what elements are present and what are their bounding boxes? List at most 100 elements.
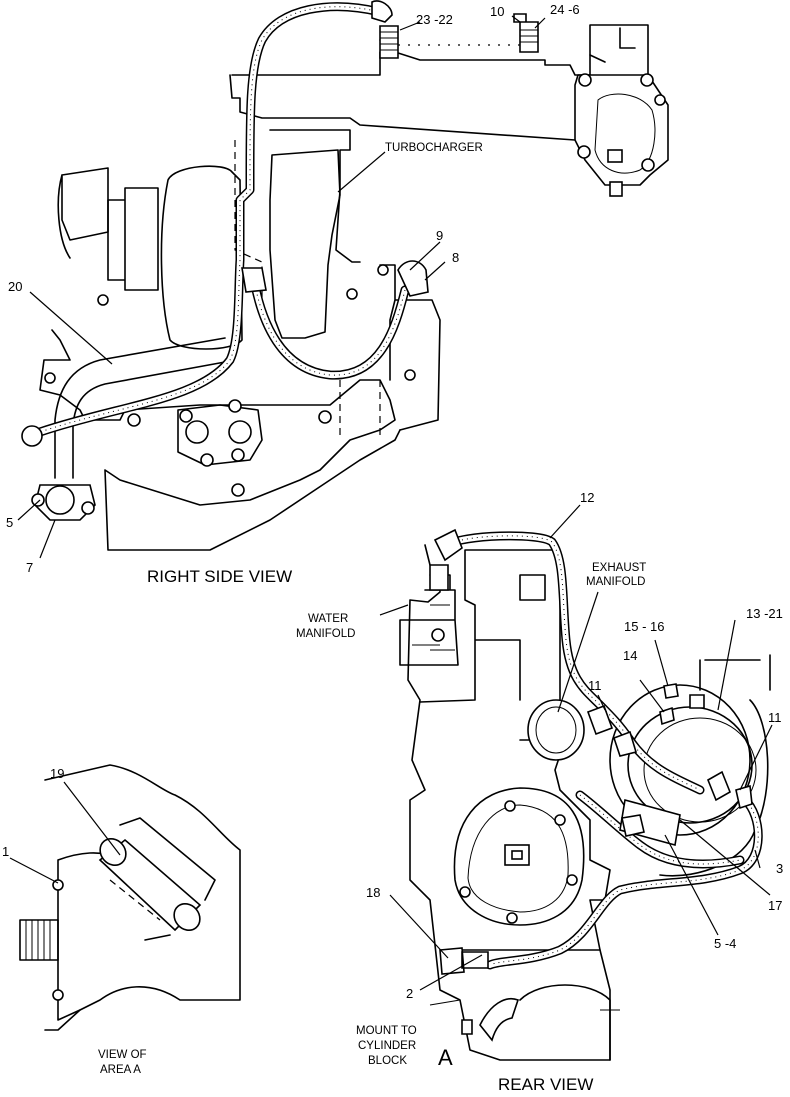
bolt	[228, 399, 242, 413]
callout-8: 8	[452, 250, 459, 265]
plug	[607, 149, 623, 163]
thermostat-housing	[574, 74, 669, 186]
fitting-11b	[706, 770, 753, 810]
callout-2: 2	[406, 986, 413, 1001]
mount-label-2: CYLINDER	[358, 1040, 416, 1052]
bolt	[640, 73, 654, 87]
hose-assembly-top	[35, 2, 385, 437]
area-a-outline	[44, 764, 241, 1031]
block-lower-cover	[459, 949, 611, 1061]
bolt	[654, 94, 666, 106]
mount-fitting	[461, 1019, 473, 1035]
boss	[19, 919, 59, 961]
bolt	[52, 989, 64, 1001]
port	[228, 420, 252, 444]
bolt	[377, 264, 389, 276]
bolt	[52, 879, 64, 891]
bolt	[578, 73, 592, 87]
bolt	[97, 294, 109, 306]
mount-label-3: BLOCK	[368, 1055, 407, 1067]
callout-23-22: 23 -22	[416, 12, 453, 27]
bolt	[346, 288, 358, 300]
bolt	[127, 413, 141, 427]
adapter-12	[429, 564, 449, 591]
bolt	[404, 369, 416, 381]
hose-nut	[241, 267, 267, 293]
turbo-rear-housing	[609, 684, 751, 836]
bolt	[577, 145, 591, 159]
callout-20: 20	[8, 279, 22, 294]
callout-24-6: 24 -6	[550, 2, 580, 17]
right-side-view-title: RIGHT SIDE VIEW	[147, 567, 292, 586]
callout-14: 14	[623, 648, 637, 663]
bolt	[506, 912, 518, 924]
manifold-lower-edge	[269, 129, 361, 263]
callout-11-right: 11	[768, 710, 782, 725]
callout-1: 1	[2, 844, 9, 859]
bolt	[504, 800, 516, 812]
bolt	[459, 886, 471, 898]
nut-5-4	[621, 814, 645, 837]
elbow-top-12	[433, 528, 463, 562]
callout-19: 19	[50, 766, 64, 781]
mount-label-1: MOUNT TO	[356, 1025, 417, 1037]
clip-13-21	[689, 694, 705, 709]
rear-view	[399, 528, 771, 1061]
callout-12: 12	[580, 490, 594, 505]
turbo-inlet	[107, 187, 159, 291]
fitting-23-22	[371, 0, 393, 23]
bolt	[641, 158, 655, 172]
bolt	[431, 628, 445, 642]
bolt	[81, 501, 95, 515]
callout-7: 7	[26, 560, 33, 575]
exhaust-manifold-label-2: MANIFOLD	[586, 576, 645, 588]
right-side-view	[21, 0, 669, 551]
elbow-2	[479, 998, 520, 1042]
callout-5-4: 5 -4	[714, 936, 736, 951]
connector-23-22	[379, 25, 399, 59]
flange-plate	[177, 404, 263, 466]
turbocharger-housing	[269, 149, 341, 339]
callout-9: 9	[436, 228, 443, 243]
block-upper-right	[379, 264, 441, 431]
water-manifold-label-2: MANIFOLD	[296, 628, 355, 640]
callout-15-16: 15 - 16	[624, 619, 664, 634]
bolt	[44, 372, 56, 384]
turbo-left-body	[57, 167, 109, 259]
bolt	[200, 453, 214, 467]
clip-15-16	[663, 683, 679, 699]
callout-5: 5	[6, 515, 13, 530]
port	[185, 420, 209, 444]
hose-assembly-right	[250, 280, 410, 380]
rear-cover	[453, 787, 585, 926]
exhaust-manifold-label-1: EXHAUST	[592, 562, 646, 574]
turbo-compressor	[160, 165, 243, 350]
water-manifold-label-1: WATER	[308, 613, 348, 625]
callout-3: 3	[776, 861, 783, 876]
fitting-11a	[586, 704, 638, 757]
callout-11-left: 11	[588, 678, 602, 693]
turbocharger-label: TURBOCHARGER	[385, 142, 483, 154]
leader-lines	[9, 15, 773, 991]
area-a-marker: A	[438, 1045, 453, 1070]
callout-18: 18	[366, 885, 380, 900]
bolt	[179, 409, 193, 423]
bolt	[318, 410, 332, 424]
area-a-caption-1: VIEW OF	[98, 1049, 147, 1061]
hidden-edge-2	[339, 380, 381, 440]
callout-13-21: 13 -21	[746, 606, 783, 621]
bolt	[554, 814, 566, 826]
area-a-view	[19, 764, 241, 1031]
area-a-caption-2: AREA A	[100, 1064, 141, 1076]
bleed-valve	[609, 181, 623, 197]
fitting-18	[439, 947, 489, 975]
hose-end-fitting	[21, 425, 43, 447]
rear-view-title: REAR VIEW	[498, 1075, 593, 1094]
bolt	[566, 874, 578, 886]
callout-10: 10	[490, 4, 504, 19]
exhaust-manifold-end	[527, 699, 585, 761]
elbow-opening	[45, 485, 75, 515]
